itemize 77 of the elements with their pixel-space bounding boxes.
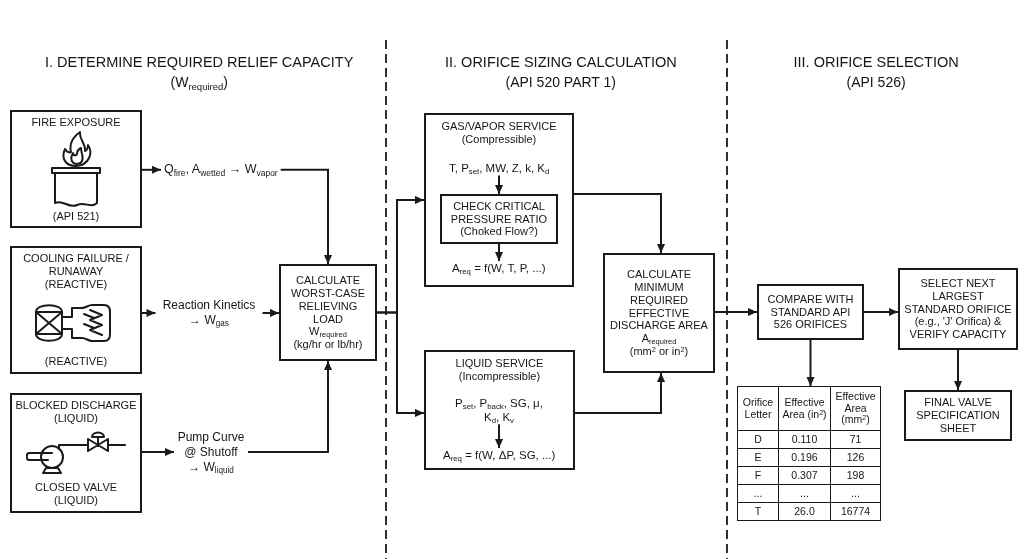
process-step <box>440 194 558 244</box>
standard-reference: (API 521) <box>52 210 100 223</box>
orifice-table <box>737 386 881 521</box>
table-header-cell: Effective Area (mm$^{2}$) <box>830 386 881 431</box>
scenario-title: BLOCKED DISCHARGE (LIQUID) <box>14 399 138 425</box>
arrow <box>141 165 162 174</box>
panel-title: GAS/VAPOR SERVICE (Compressible) <box>440 120 558 146</box>
arrow <box>573 193 666 254</box>
arrow <box>574 372 666 414</box>
step-title: CALCULATE WORST-CASE RELIEVING LOAD <box>290 273 366 326</box>
table-data-cell: T <box>737 502 779 521</box>
table-header-cell: Effective Area (in$^{2}$) <box>778 386 831 431</box>
step-title: CALCULATE MINIMUM REQUIRED EFFECTIVE DISCHARGE AREA <box>609 267 709 333</box>
unit-text: (kg/hr or lb/hr) <box>293 338 363 352</box>
table-data-cell: 26.0 <box>778 502 831 521</box>
arrow <box>494 174 504 195</box>
table-data-cell: 16774 <box>830 502 881 521</box>
table-data-cell: 0.307 <box>778 466 831 485</box>
table-data-cell: 198 <box>830 466 881 485</box>
arrow <box>494 423 504 449</box>
formula-text: Q$_{fire}$, A$_{wetted}$ → W$_{vapor}$ <box>161 162 281 178</box>
scenario-panel <box>10 110 142 228</box>
arrow <box>261 308 280 318</box>
parameter-list: P$_{set}$, P$_{back}$, SG, μ, K$_{d}$, K$_{v}$ <box>448 395 550 425</box>
formula-text: W$_{required}$ <box>309 325 347 339</box>
formula-text: A$_{req}$ = f(W, ΔP, SG, ...) <box>440 448 559 463</box>
parameter-list: T, P$_{set}$, MW, Z, k, K$_{d}$ <box>446 161 553 176</box>
process-step <box>279 264 377 361</box>
process-step <box>757 284 864 340</box>
section-heading: III. ORIFICE SELECTION <box>793 54 959 70</box>
scenario-caption: (REACTIVE) <box>44 355 108 368</box>
scenario-panel <box>10 246 142 374</box>
table-data-cell: ... <box>778 484 831 503</box>
unit-text: (mm$^{2}$ or in$^{2}$) <box>629 345 689 359</box>
arrow <box>863 307 899 317</box>
section-subheading: (API 526) <box>846 74 906 90</box>
table-header-cell: Orifice Letter <box>737 386 779 431</box>
arrow <box>141 308 157 318</box>
formula-text: Reaction Kinetics → W$_{gas}$ <box>155 298 263 328</box>
process-step <box>603 253 715 373</box>
formula-text: A$_{req}$ = f(W, T, P, ...) <box>449 261 549 276</box>
scenario-title: FIRE EXPOSURE <box>31 116 121 129</box>
service-panel <box>424 113 574 287</box>
arrow <box>141 447 175 457</box>
scenario-caption: CLOSED VALVE (LIQUID) <box>33 481 119 507</box>
table-data-cell: D <box>737 430 779 449</box>
table-data-cell: ... <box>830 484 881 503</box>
step-title: SELECT NEXT LARGEST STANDARD ORIFICE (e.g., 'J' Orifica) & VERIFY CAPACITY <box>903 276 1013 342</box>
arrow <box>247 360 333 453</box>
table-data-cell: E <box>737 448 779 467</box>
arrow <box>806 339 815 387</box>
step-title: COMPARE WITH STANDARD API 526 ORIFICES <box>766 292 855 332</box>
arrow <box>376 311 425 418</box>
table-data-cell: ... <box>737 484 779 503</box>
table-data-cell: 126 <box>830 448 881 467</box>
table-data-cell: 71 <box>830 430 881 449</box>
process-step <box>898 268 1018 350</box>
formula-text: Pump Curve @ Shutoff → W$_{liquid}$ <box>174 429 248 475</box>
process-step <box>904 390 1012 441</box>
service-panel <box>424 350 575 470</box>
arrow <box>279 168 333 265</box>
arrow <box>494 243 504 262</box>
table-data-cell: 0.110 <box>778 430 831 449</box>
formula-text: A$_{required}$ <box>641 332 677 346</box>
scenario-panel <box>10 393 142 513</box>
step-title: FINAL VALVE SPECIFICATION SHEET <box>915 396 1001 435</box>
panel-title: LIQUID SERVICE (Incompressible) <box>454 357 545 383</box>
section-subheading: (W$_{required}$) <box>170 74 228 90</box>
section-heading: II. ORIFICE SIZING CALCULATION <box>445 54 677 70</box>
step-title: CHECK CRITICAL PRESSURE RATIO (Choked Flow?) <box>449 199 549 239</box>
table-data-cell: F <box>737 466 779 485</box>
scenario-title: COOLING FAILURE / RUNAWAY (REACTIVE) <box>22 252 130 291</box>
arrow <box>953 349 963 391</box>
section-subheading: (API 520 PART 1) <box>505 74 616 90</box>
arrow <box>714 307 758 317</box>
table-data-cell: 0.196 <box>778 448 831 467</box>
section-heading: I. DETERMINE REQUIRED RELIEF CAPACITY <box>45 54 354 70</box>
